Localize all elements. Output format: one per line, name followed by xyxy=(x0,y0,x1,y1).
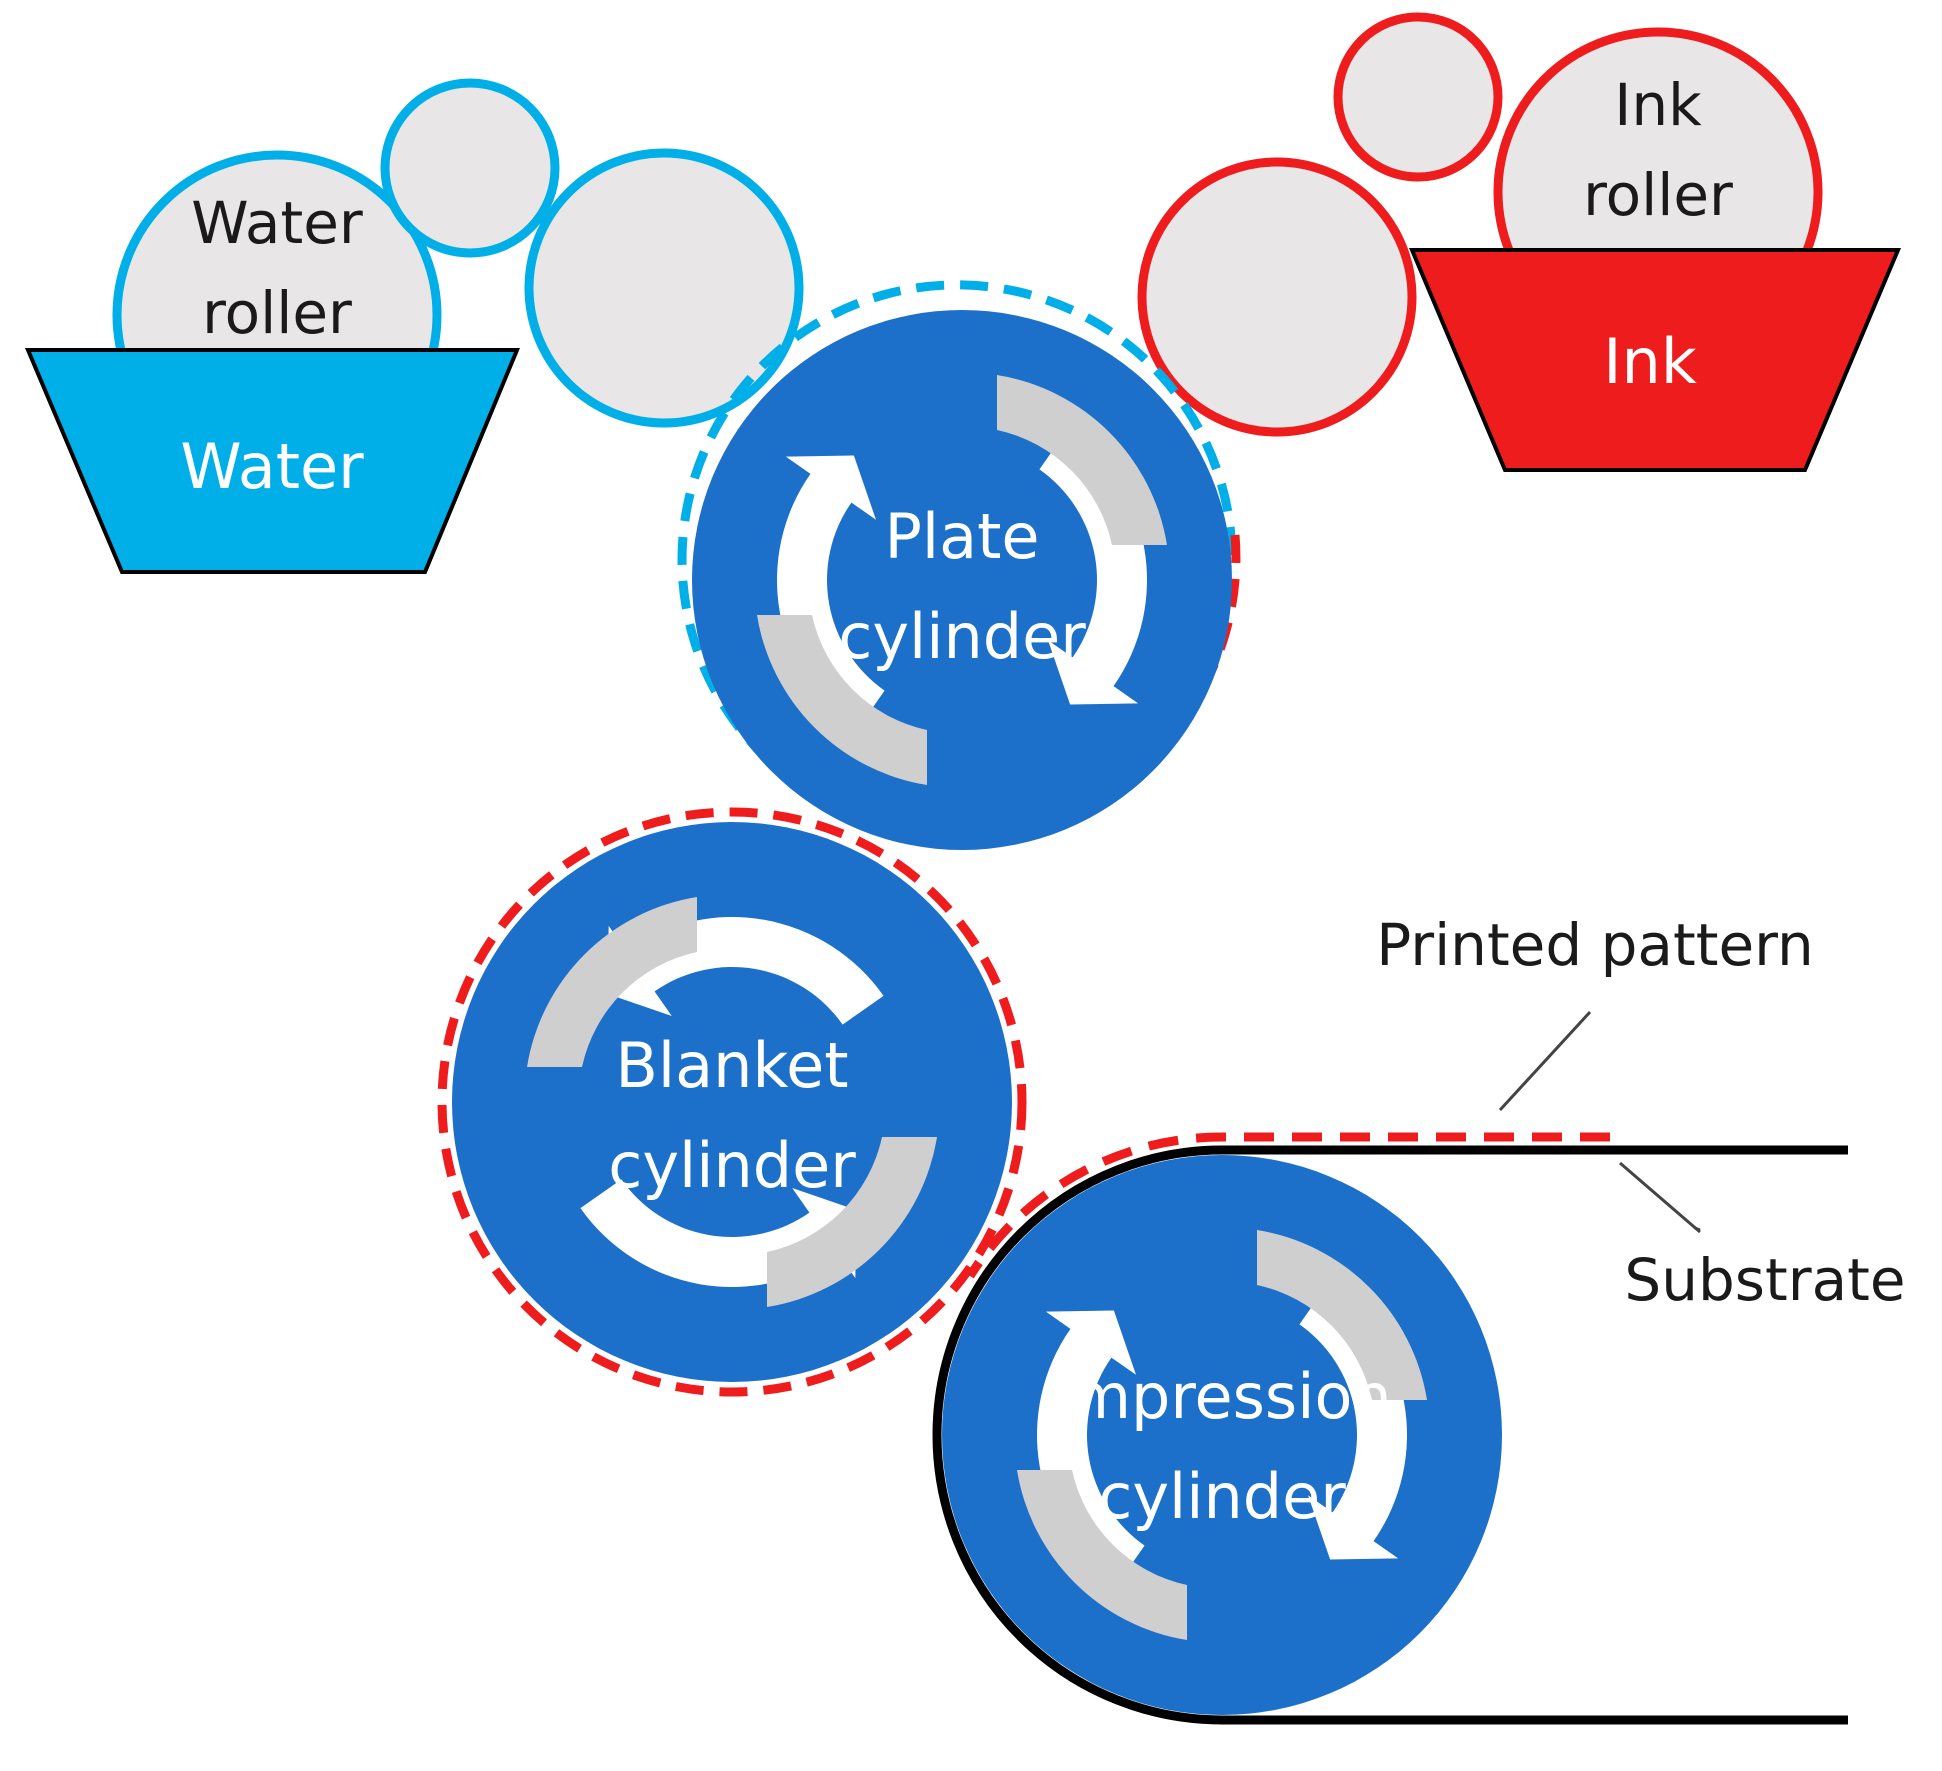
plate-cylinder-body xyxy=(692,310,1232,850)
impression-cylinder-body xyxy=(942,1155,1502,1715)
blanket-cylinder-label-line2: cylinder xyxy=(608,1129,856,1202)
impression-gray-arrow-upper xyxy=(1257,1230,1427,1400)
ink-unit: Ink roller Ink xyxy=(1137,12,1902,472)
blanket-cylinder-body xyxy=(452,822,1012,1382)
blanket-cylinder: Blanket cylinder xyxy=(437,807,1027,1397)
callouts: Printed pattern Substrate xyxy=(1376,911,1905,1314)
blanket-cylinder-label-line1: Blanket xyxy=(615,1029,848,1102)
printed-pattern-label: Printed pattern xyxy=(1376,911,1813,979)
substrate-line xyxy=(932,1145,1848,1725)
ink-transfer-roller-large xyxy=(1137,157,1417,437)
water-transfer-roller-large xyxy=(524,148,804,428)
water-unit: Water roller Water xyxy=(24,78,804,574)
plate-cylinder: Plate cylinder xyxy=(677,280,1241,850)
blanket-gray-arrow-upper xyxy=(527,897,697,1067)
plate-cylinder-label-line1: Plate xyxy=(884,500,1039,573)
blanket-gray-arrow-lower xyxy=(767,1137,937,1307)
ink-tray xyxy=(1408,248,1902,472)
ink-roller-label-line1: Ink xyxy=(1614,71,1702,139)
substrate-label: Substrate xyxy=(1624,1246,1905,1314)
water-transfer-roller-small xyxy=(380,78,560,258)
ink-roller-label-line2: roller xyxy=(1583,161,1733,229)
printed-pattern-leader xyxy=(1498,1010,1592,1112)
substrate-leader-line xyxy=(1619,1161,1701,1234)
water-roller-label-line2: roller xyxy=(202,279,352,347)
blanket-rotation-arrows xyxy=(527,897,937,1307)
plate-rotation-arrows xyxy=(757,375,1167,785)
blanket-ink-film xyxy=(437,807,1027,1397)
printed-pattern-line xyxy=(966,1132,1610,1279)
impression-cylinder-label-line1: Impression xyxy=(1052,1360,1391,1433)
water-roller-label-line1: Water xyxy=(191,189,363,257)
impression-cylinder: Impression cylinder xyxy=(942,1155,1502,1715)
plate-gray-arrow-upper xyxy=(997,375,1167,545)
impression-rotation-arrows xyxy=(1017,1230,1427,1640)
water-tray xyxy=(24,348,520,574)
impression-cylinder-label-line2: cylinder xyxy=(1098,1460,1346,1533)
ink-transfer-roller-small xyxy=(1333,12,1503,182)
plate-gray-arrow-lower xyxy=(757,615,927,785)
impression-gray-arrow-lower xyxy=(1017,1470,1187,1640)
ink-label: Ink xyxy=(1603,325,1697,398)
substrate-web xyxy=(932,1132,1848,1725)
water-label: Water xyxy=(180,430,364,503)
plate-cylinder-label-line2: cylinder xyxy=(838,600,1086,673)
